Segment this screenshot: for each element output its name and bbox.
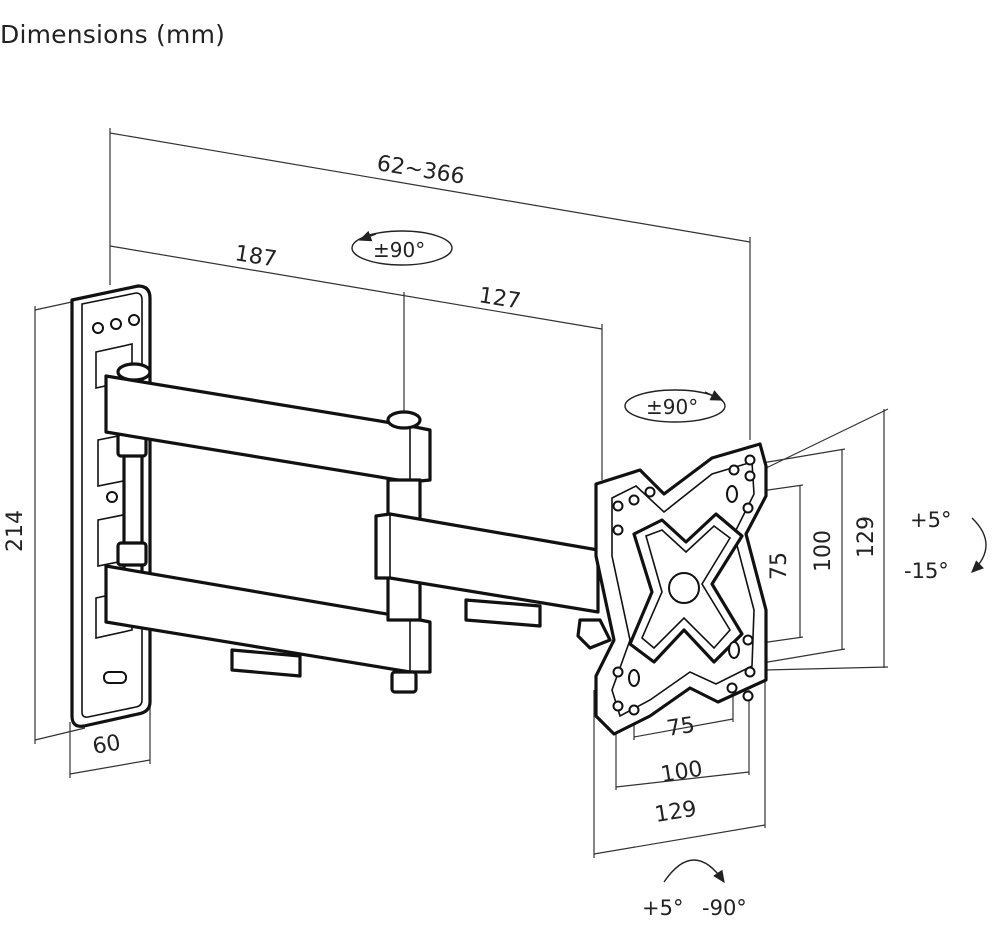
vesa-outer-v-label: 129 (854, 516, 879, 558)
wall-plate-height-label: 214 (3, 510, 28, 552)
upper-arm-1 (104, 374, 432, 484)
tilt-up-label: +5° (910, 508, 951, 532)
second-arm-label: 127 (477, 283, 522, 314)
page-title: Dimensions (mm) (0, 20, 226, 49)
dimension-lines (34, 128, 889, 858)
rotate-arrow (663, 859, 725, 884)
rotate-pos-label: +5° (642, 896, 683, 920)
tilt-down-label: -15° (904, 559, 949, 583)
overall-extension-label: 62~366 (375, 151, 466, 190)
vesa-mid-v-label: 100 (811, 530, 836, 572)
head-swivel-indicator (624, 389, 726, 423)
rotate-neg-label: -90° (702, 896, 747, 920)
vesa-inner-h-label: 75 (665, 713, 697, 742)
vesa-plate (594, 442, 768, 736)
second-arm (374, 512, 612, 650)
wall-plate-depth-label: 60 (91, 730, 123, 759)
arm-swivel-label: ±90° (373, 238, 425, 262)
vesa-inner-v-label: 75 (767, 552, 792, 580)
vesa-outer-h-label: 129 (653, 797, 698, 828)
head-swivel-label: ±90° (646, 395, 698, 419)
tilt-arrow (970, 517, 987, 573)
arm-swivel-indicator (351, 230, 453, 266)
lower-arm-1 (104, 564, 432, 694)
vesa-mid-h-label: 100 (659, 757, 704, 788)
